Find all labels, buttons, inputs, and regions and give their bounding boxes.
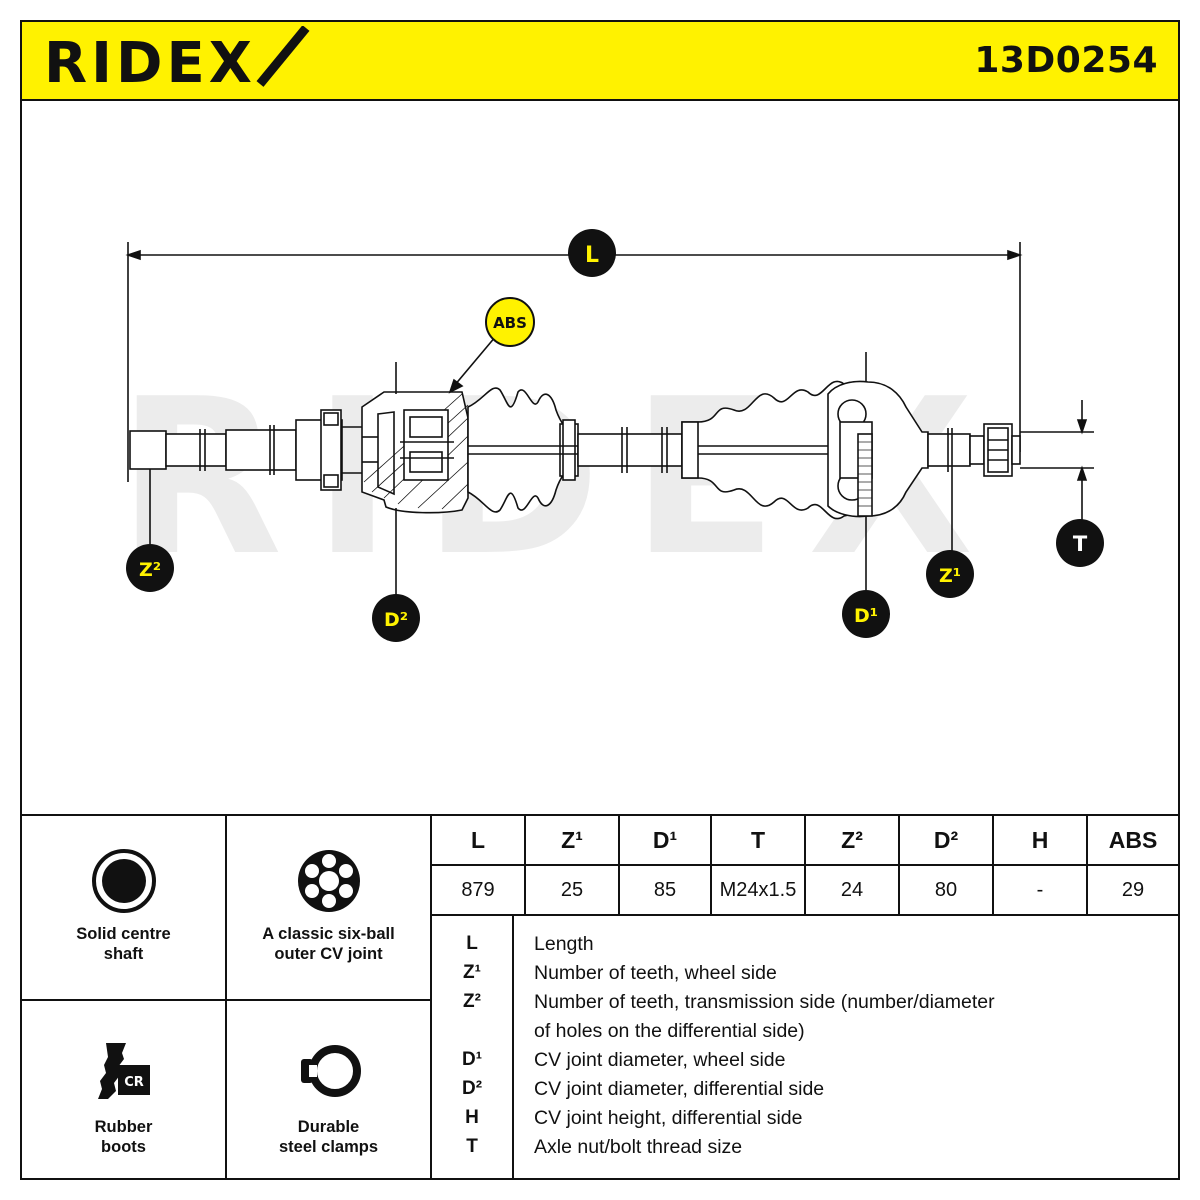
spec-value-H: - [994,866,1088,916]
legend-text: Number of teeth, transmission side (numb… [534,991,995,1013]
spec-header-Z1: Z¹ [526,816,620,866]
legend-text: Axle nut/bolt thread size [534,1136,743,1158]
feature-label: steel clamps [278,1138,379,1156]
steel-clamp-icon [300,1045,361,1097]
legend-text: CV joint diameter, differential side [534,1078,825,1100]
drive-shaft-drawing: RIDEX [117,229,1104,642]
spec-value-ABS: 29 [1088,866,1178,916]
legend-symbol: D² [461,1078,483,1099]
spec-header-H: H [994,816,1088,866]
legend-text: Length [534,933,594,955]
feature-solid-shaft: Solid centre shaft [22,816,227,999]
rubber-boot-icon: CR [97,1043,150,1099]
legend-divider [512,916,514,1180]
spec-section: Solid centre shaft A classic six-ball ou… [22,814,1178,1180]
legend-text: of holes on the differential side) [534,1020,805,1042]
callout-Z2: Z² [126,544,174,592]
feature-label: outer CV joint [274,945,383,963]
callout-ABS-label: ABS [493,314,527,332]
callout-T: T [1056,519,1104,567]
cr-badge: CR [124,1075,144,1090]
feature-label: Solid centre [76,925,171,943]
spec-value-D1: 85 [620,866,712,916]
legend-symbol: Z¹ [463,962,481,983]
legend-text: CV joint diameter, wheel side [534,1049,786,1071]
legend-symbol: L [466,933,478,954]
spec-header-T: T [712,816,806,866]
feature-steel-clamps: Durable steel clamps [227,999,432,1180]
legend-text: CV joint height, differential side [534,1107,803,1129]
feature-label: shaft [103,945,144,963]
spec-value-Z2: 24 [806,866,900,916]
spec-header-L: L [432,816,526,866]
feature-label: A classic six-ball [262,925,395,943]
six-ball-joint-icon [297,850,360,912]
legend-symbol: D¹ [461,1049,483,1070]
spec-table: L Z¹ D¹ T Z² D² H ABS 879 25 85 M24x1.5 … [432,816,1178,916]
legend-symbol: H [465,1107,479,1128]
callout-D2: D² [372,594,420,642]
callout-Z1: Z¹ [926,550,974,598]
svg-text:RIDEX: RIDEX [44,31,256,96]
ridex-logo: RIDEX [44,26,310,96]
feature-label: Rubber [94,1118,153,1136]
legend-symbol: T [466,1136,478,1157]
callout-ABS: ABS [485,297,535,347]
spec-header-Z2: Z² [806,816,900,866]
callout-D1-label: D¹ [854,605,878,627]
legend-text: Number of teeth, wheel side [534,962,777,984]
callout-Z2-label: Z² [139,559,161,581]
legend: L Length Z¹ Number of teeth, wheel side … [432,916,1178,1180]
product-sheet: RIDEX [20,20,1180,1180]
callout-L-label: L [585,243,599,268]
part-number: 13D0254 [974,40,1158,81]
spec-value-T: M24x1.5 [712,866,806,916]
callout-Z1-label: Z¹ [939,565,961,587]
feature-rubber-boots: CR Rubber boots [22,999,227,1180]
feature-label: boots [101,1138,146,1156]
callout-L: L [568,229,616,277]
spec-header-D2: D² [900,816,994,866]
callout-D2-label: D² [384,609,408,631]
spec-value-Z1: 25 [526,866,620,916]
callout-T-label: T [1073,532,1088,556]
spec-value-D2: 80 [900,866,994,916]
spec-value-L: 879 [432,866,526,916]
legend-symbol: Z² [463,991,481,1012]
feature-six-ball-joint: A classic six-ball outer CV joint [227,816,432,999]
callout-D1: D¹ [842,590,890,638]
spec-header-ABS: ABS [1088,816,1178,866]
solid-shaft-icon [91,849,156,913]
spec-header-D1: D¹ [620,816,712,866]
header-bar: RIDEX 13D0254 [22,22,1178,101]
feature-label: Durable [297,1118,360,1136]
